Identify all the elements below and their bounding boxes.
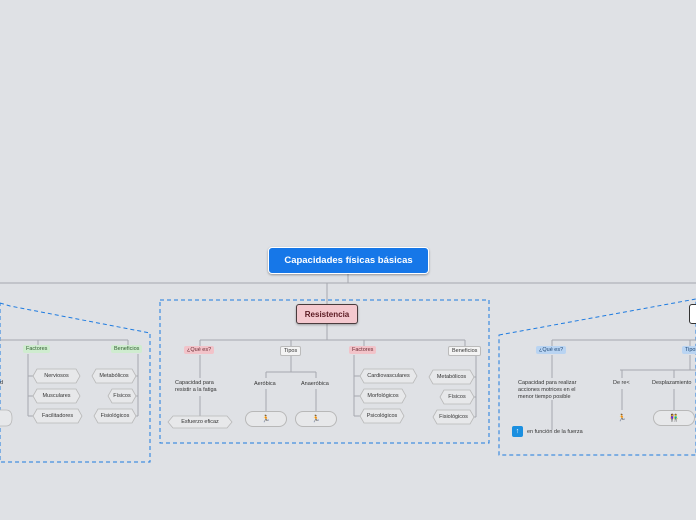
group-running-icon: 👫 bbox=[653, 410, 695, 426]
left-factor-nerviosos[interactable]: Nerviosos bbox=[44, 373, 69, 379]
center-beneficios-label[interactable]: Beneficios bbox=[448, 346, 482, 356]
right-group-boundary bbox=[498, 298, 696, 456]
center-que-es-definition[interactable]: Capacidad para resistir a la fatiga bbox=[175, 380, 217, 393]
left-beneficio-metabolicos[interactable]: Metabólicos bbox=[99, 373, 129, 379]
runner-icon: 🏃 bbox=[245, 411, 287, 427]
right-que-es-definition[interactable]: Capacidad para realizar acciones motrice… bbox=[518, 380, 577, 400]
resistencia-node[interactable]: Resistencia bbox=[296, 304, 358, 324]
left-beneficio-fisiologicos[interactable]: Fisiológicos bbox=[100, 413, 130, 419]
right-tipo-desplazamiento[interactable]: Desplazamiento bbox=[652, 380, 692, 386]
right-tipos-label[interactable]: Tipos bbox=[682, 346, 696, 354]
left-factor-musculares[interactable]: Musculares bbox=[42, 393, 71, 399]
factor-cardiovasculares[interactable]: Cardiovasculares bbox=[367, 373, 410, 379]
left-factores-label[interactable]: Factores bbox=[23, 345, 51, 353]
beneficio-metabolicos[interactable]: Metabólicos bbox=[436, 374, 467, 380]
tipo-anaerobica[interactable]: Anaeróbica bbox=[301, 381, 329, 387]
center-factores-label[interactable]: Factores bbox=[349, 346, 377, 354]
right-main-node[interactable] bbox=[689, 304, 696, 324]
left-group-boundary bbox=[0, 302, 151, 463]
sprint-icon: 🏃 bbox=[295, 411, 337, 427]
factor-morfologicos[interactable]: Morfológicos bbox=[367, 393, 399, 399]
beneficio-fisiologicos[interactable]: Fisiológicos bbox=[439, 414, 468, 420]
left-factor-facilitadores[interactable]: Facilitadores bbox=[41, 413, 74, 419]
resistencia-group-boundary bbox=[159, 299, 490, 444]
root-node-title[interactable]: Capacidades físicas básicas bbox=[268, 247, 429, 274]
right-que-es-note[interactable]: en función de la fuerza bbox=[527, 429, 583, 435]
center-tipos-label[interactable]: Tipos bbox=[280, 346, 302, 356]
tipo-aerobica[interactable]: Aeróbica bbox=[254, 381, 276, 387]
left-partial-text: d bbox=[0, 380, 4, 386]
right-que-es-label[interactable]: ¿Qué es? bbox=[536, 346, 567, 354]
up-arrow-icon: ↑ bbox=[512, 426, 523, 437]
left-beneficio-fisicos[interactable]: Físicos bbox=[113, 393, 131, 399]
right-tipo-reaccion[interactable]: De re< bbox=[613, 380, 630, 386]
beneficio-fisicos[interactable]: Físicos bbox=[448, 394, 466, 400]
center-que-es-label[interactable]: ¿Qué es? bbox=[184, 346, 215, 354]
center-que-es-example[interactable]: Esfuerzo eficaz bbox=[181, 419, 219, 425]
factor-psicologicos[interactable]: Psicológicos bbox=[366, 413, 398, 419]
athlete-icon: 🏃 bbox=[617, 415, 627, 422]
left-beneficios-label[interactable]: Beneficios bbox=[111, 345, 143, 353]
